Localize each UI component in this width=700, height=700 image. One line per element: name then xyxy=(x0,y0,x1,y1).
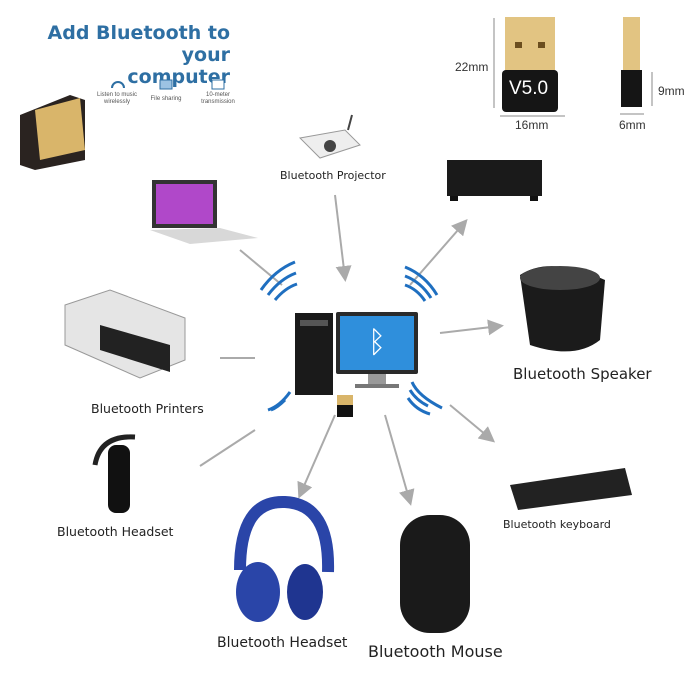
label-headset-left: Bluetooth Headset xyxy=(57,524,174,539)
printer-icon xyxy=(64,289,186,379)
usb-dongle-photo xyxy=(20,95,85,170)
feature-range: 10-meter transmission xyxy=(196,92,240,106)
svg-text:ᛒ: ᛒ xyxy=(368,325,386,360)
dimension-height: 22mm xyxy=(455,60,489,74)
arrow-speaker xyxy=(439,319,504,336)
label-headset-bottom: Bluetooth Headset xyxy=(217,635,348,651)
adapter-front xyxy=(493,17,565,117)
banner-title: Add Bluetooth to your computer xyxy=(30,22,230,88)
headphones-icon xyxy=(111,81,125,89)
dimension-width: 16mm xyxy=(515,118,549,132)
label-mouse: Bluetooth Mouse xyxy=(368,642,503,661)
arrow-headset-bottom xyxy=(297,414,336,499)
dimension-depth: 6mm xyxy=(619,118,646,132)
banner-title-line1: Add Bluetooth to your xyxy=(47,22,230,66)
adapter-side xyxy=(620,17,653,115)
folder-icon xyxy=(159,79,173,90)
arrow-laptop xyxy=(239,249,283,286)
signal-waves xyxy=(259,260,443,416)
feature-label: File sharing xyxy=(150,96,182,102)
connection-arrows xyxy=(199,194,504,506)
label-projector: Bluetooth Projector xyxy=(280,169,386,182)
bluetooth-earpiece-icon xyxy=(92,434,136,513)
label-speaker: Bluetooth Speaker xyxy=(513,365,652,383)
mouse-icon xyxy=(400,515,470,633)
laptop-icon xyxy=(150,180,258,244)
feature-label: Listen to music wirelessly xyxy=(96,92,138,105)
headphones-product-icon xyxy=(234,495,335,622)
feature-label: 10-meter transmission xyxy=(201,92,235,105)
feature-music: Listen to music wirelessly xyxy=(92,92,142,106)
keyboard-icon xyxy=(510,468,632,510)
computer-icon: ᛒ xyxy=(295,312,418,417)
arrow-projector xyxy=(334,194,352,282)
speaker-icon xyxy=(520,266,605,352)
monitor-icon xyxy=(211,79,225,90)
projector-icon xyxy=(298,114,361,159)
arrow-mouse xyxy=(384,414,415,506)
av-receiver-icon xyxy=(447,160,542,196)
feature-file: File sharing xyxy=(146,96,186,103)
arrow-headset-left xyxy=(199,429,256,467)
label-printers: Bluetooth Printers xyxy=(91,401,204,416)
arrow-keyboard xyxy=(449,404,496,443)
adapter-version-label: V5.0 xyxy=(509,78,549,99)
dimension-side-height: 9mm xyxy=(658,84,685,98)
label-keyboard: Bluetooth keyboard xyxy=(503,518,611,531)
banner-title-line2: computer xyxy=(127,66,230,88)
